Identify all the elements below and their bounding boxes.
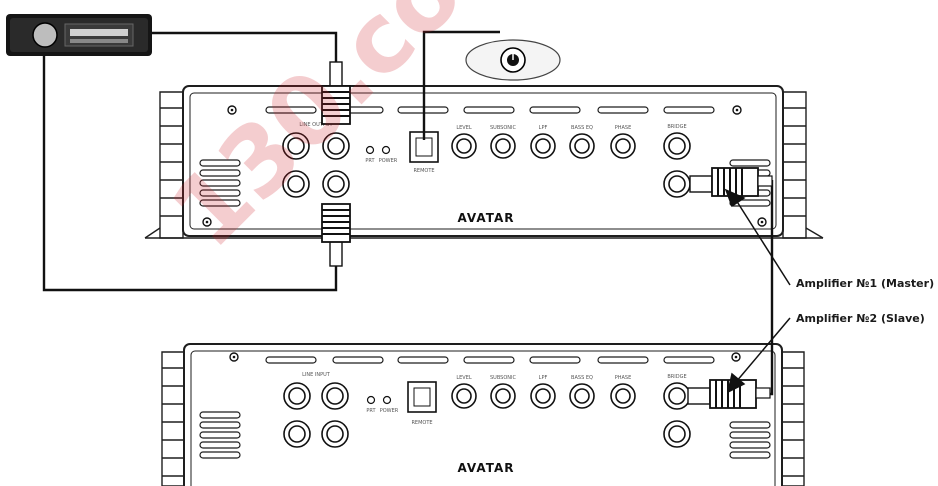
amp1-control-level: LEVEL [456,125,472,131]
amp2-control-basseq: BASS EQ [571,375,593,381]
amp1-control-basseq: BASS EQ [571,125,593,131]
amp1-brand: AVATAR [457,211,514,225]
amp2-remote-label: REMOTE [411,420,432,426]
amp2-led-prt: PRT [366,408,376,414]
amp1-control-subsonic: SUBSONIC [490,125,517,131]
amp2-brand: AVATAR [457,461,514,475]
amp2-control-level: LEVEL [456,375,472,381]
callout-master-arrow [724,188,791,286]
amp1-bridge-label: BRIDGE [667,124,686,130]
rca-plug-top [321,61,351,125]
head-unit [6,14,152,56]
amp1-led-power: POWER [379,158,398,164]
amplifier-1: AVATAR LINE OUTPUT PRT POWER REMOTE LEVE… [144,85,824,239]
rca-plug-bottom [321,203,351,267]
remote-level-knob [465,39,561,81]
amp1-control-lpf: LPF [539,125,548,131]
label-amplifier-master: Amplifier №1 (Master) [796,277,935,290]
amp2-inputs-label: LINE INPUT [302,372,331,378]
amplifier-2: AVATAR LINE INPUT PRT POWER REMOTE LEVEL… [161,343,805,486]
amp2-control-phase: PHASE [615,375,632,381]
amp2-control-subsonic: SUBSONIC [490,375,517,381]
amp2-led-power: POWER [380,408,399,414]
amp2-control-lpf: LPF [539,375,548,381]
amp1-remote-label: REMOTE [413,168,434,174]
label-amplifier-slave: Amplifier №2 (Slave) [796,312,925,325]
amp1-led-prt: PRT [365,158,375,164]
amp1-control-phase: PHASE [615,125,632,131]
callout-slave-arrow [726,317,791,394]
bridge-plug-amp2 [687,379,771,409]
amp2-bridge-label: BRIDGE [667,374,686,380]
amp1-inputs-label: LINE OUTPUT [299,122,333,128]
